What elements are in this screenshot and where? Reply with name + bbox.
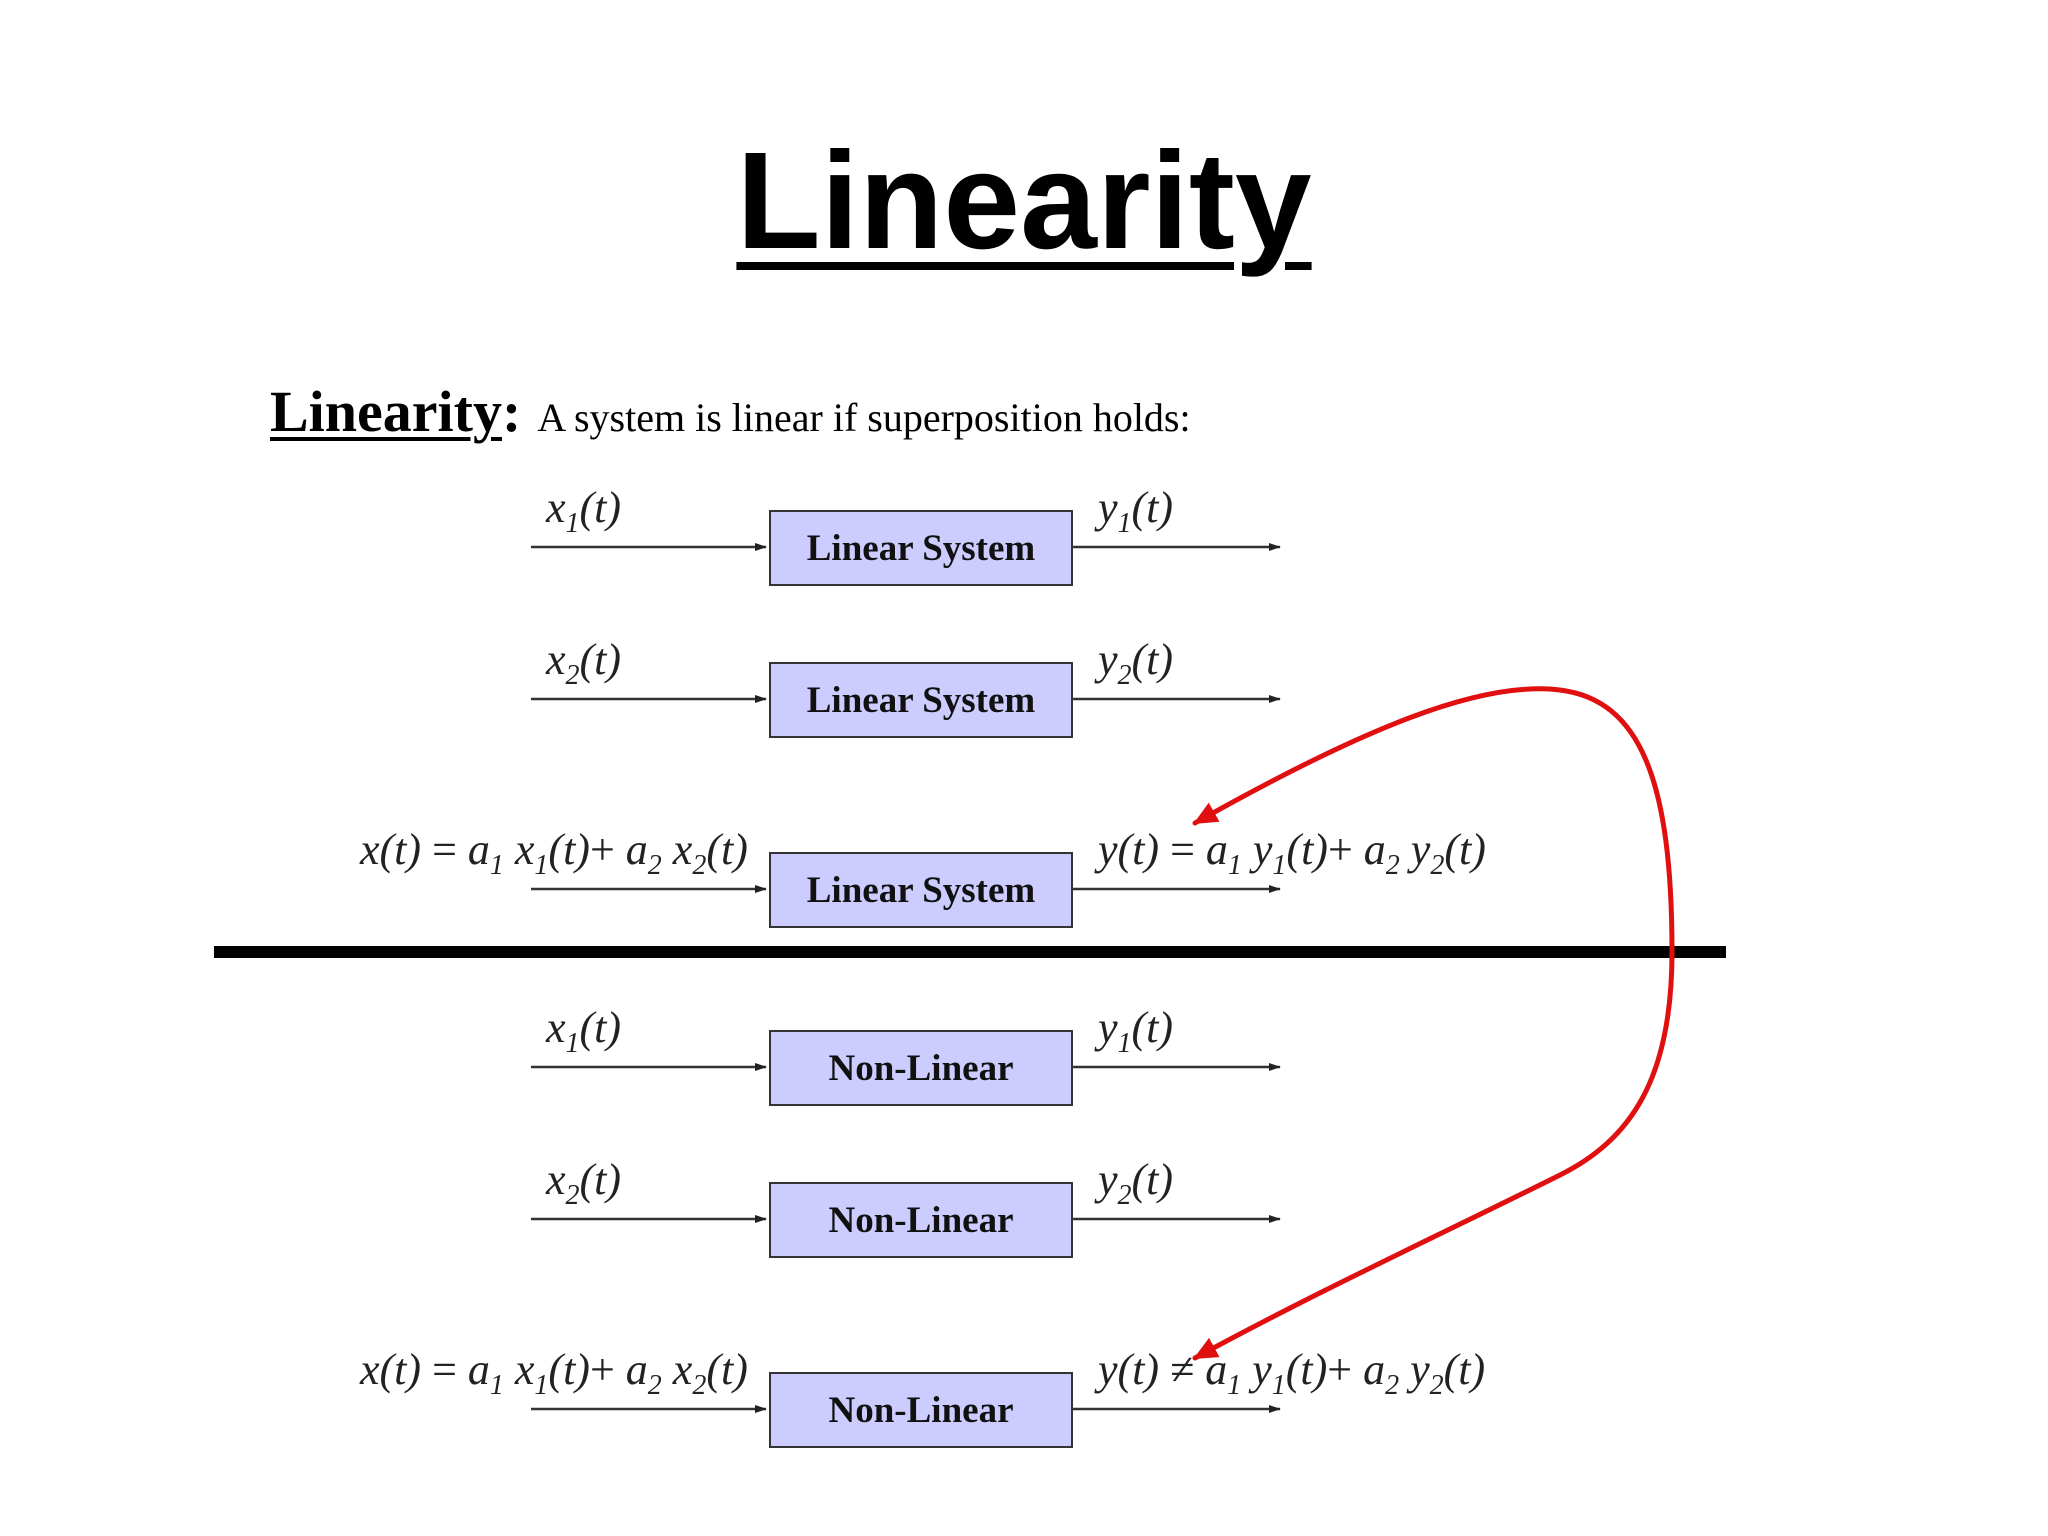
combined-output-equation: y(t) = a1 y1(t)+ a2 y2(t) [1098, 825, 1486, 881]
definition-line: Linearity: A system is linear if superpo… [270, 379, 1191, 444]
nonlinear-system-block: Non-Linear [769, 1030, 1073, 1106]
input-label-x2: x2(t) [546, 635, 622, 691]
combined-output-inequality: y(t) ≠ a1 y1(t)+ a2 y2(t) [1098, 1345, 1486, 1401]
linear-system-block: Linear System [769, 852, 1073, 928]
output-label-y2: y2(t) [1098, 1155, 1174, 1211]
output-label-y2: y2(t) [1098, 635, 1174, 691]
linear-system-block: Linear System [769, 510, 1073, 586]
combined-input-equation: x(t) = a1 x1(t)+ a2 x2(t) [360, 825, 748, 881]
output-label-y1: y1(t) [1098, 1003, 1174, 1059]
linear-system-block: Linear System [769, 662, 1073, 738]
nonlinear-system-block: Non-Linear [769, 1182, 1073, 1258]
input-label-x1: x1(t) [546, 1003, 622, 1059]
slide-title: Linearity [736, 124, 1312, 278]
definition-text: A system is linear if superposition hold… [537, 395, 1191, 440]
nonlinear-system-block: Non-Linear [769, 1372, 1073, 1448]
red-annotation-arrow-lower [1192, 949, 1675, 1361]
definition-term: Linearity [270, 379, 502, 444]
red-annotation-arrow-upper [1192, 686, 1675, 955]
input-label-x2: x2(t) [546, 1155, 622, 1211]
combined-input-equation: x(t) = a1 x1(t)+ a2 x2(t) [360, 1345, 748, 1401]
input-label-x1: x1(t) [546, 483, 622, 539]
output-label-y1: y1(t) [1098, 483, 1174, 539]
